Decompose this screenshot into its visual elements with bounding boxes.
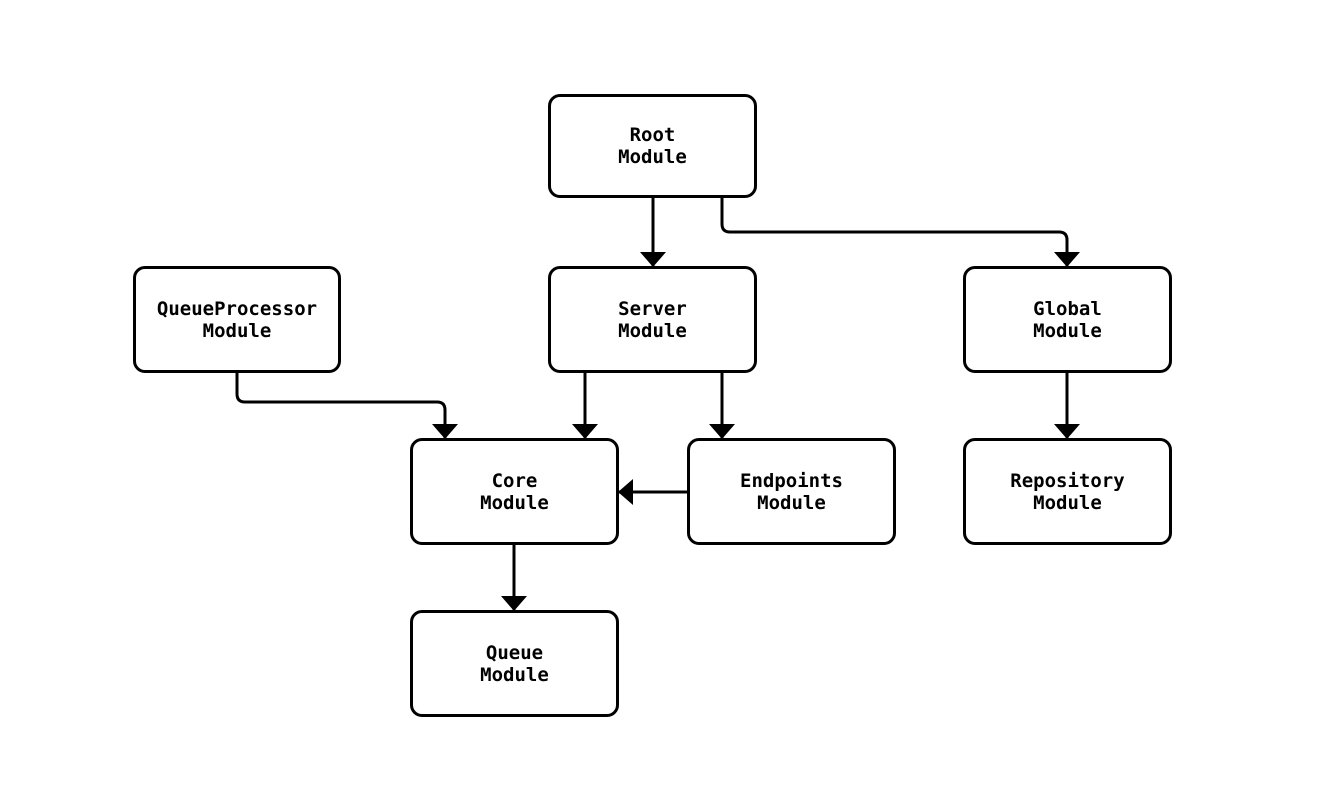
node-root-module-label: Root Module <box>618 124 687 168</box>
node-endpoints-module: Endpoints Module <box>687 438 896 545</box>
node-queue-module-label: Queue Module <box>480 641 549 686</box>
node-server-module: Server Module <box>548 266 757 373</box>
node-repository-module: Repository Module <box>963 438 1172 545</box>
node-root-module: Root Module <box>548 94 757 198</box>
node-core-module: Core Module <box>410 438 619 545</box>
node-queueprocessor-module: QueueProcessor Module <box>133 266 341 373</box>
node-global-module-label: Global Module <box>1033 297 1102 342</box>
node-queueprocessor-module-label: QueueProcessor Module <box>156 297 318 342</box>
node-queue-module: Queue Module <box>410 610 619 717</box>
node-repository-module-label: Repository Module <box>1010 469 1125 514</box>
edge-group <box>235 198 1080 611</box>
node-server-module-label: Server Module <box>618 297 687 342</box>
node-endpoints-module-label: Endpoints Module <box>740 469 843 514</box>
edge-queueprocessor-to-core <box>235 373 458 439</box>
node-core-module-label: Core Module <box>480 469 549 514</box>
edge-root-to-global <box>720 198 1080 267</box>
node-global-module: Global Module <box>963 266 1172 373</box>
